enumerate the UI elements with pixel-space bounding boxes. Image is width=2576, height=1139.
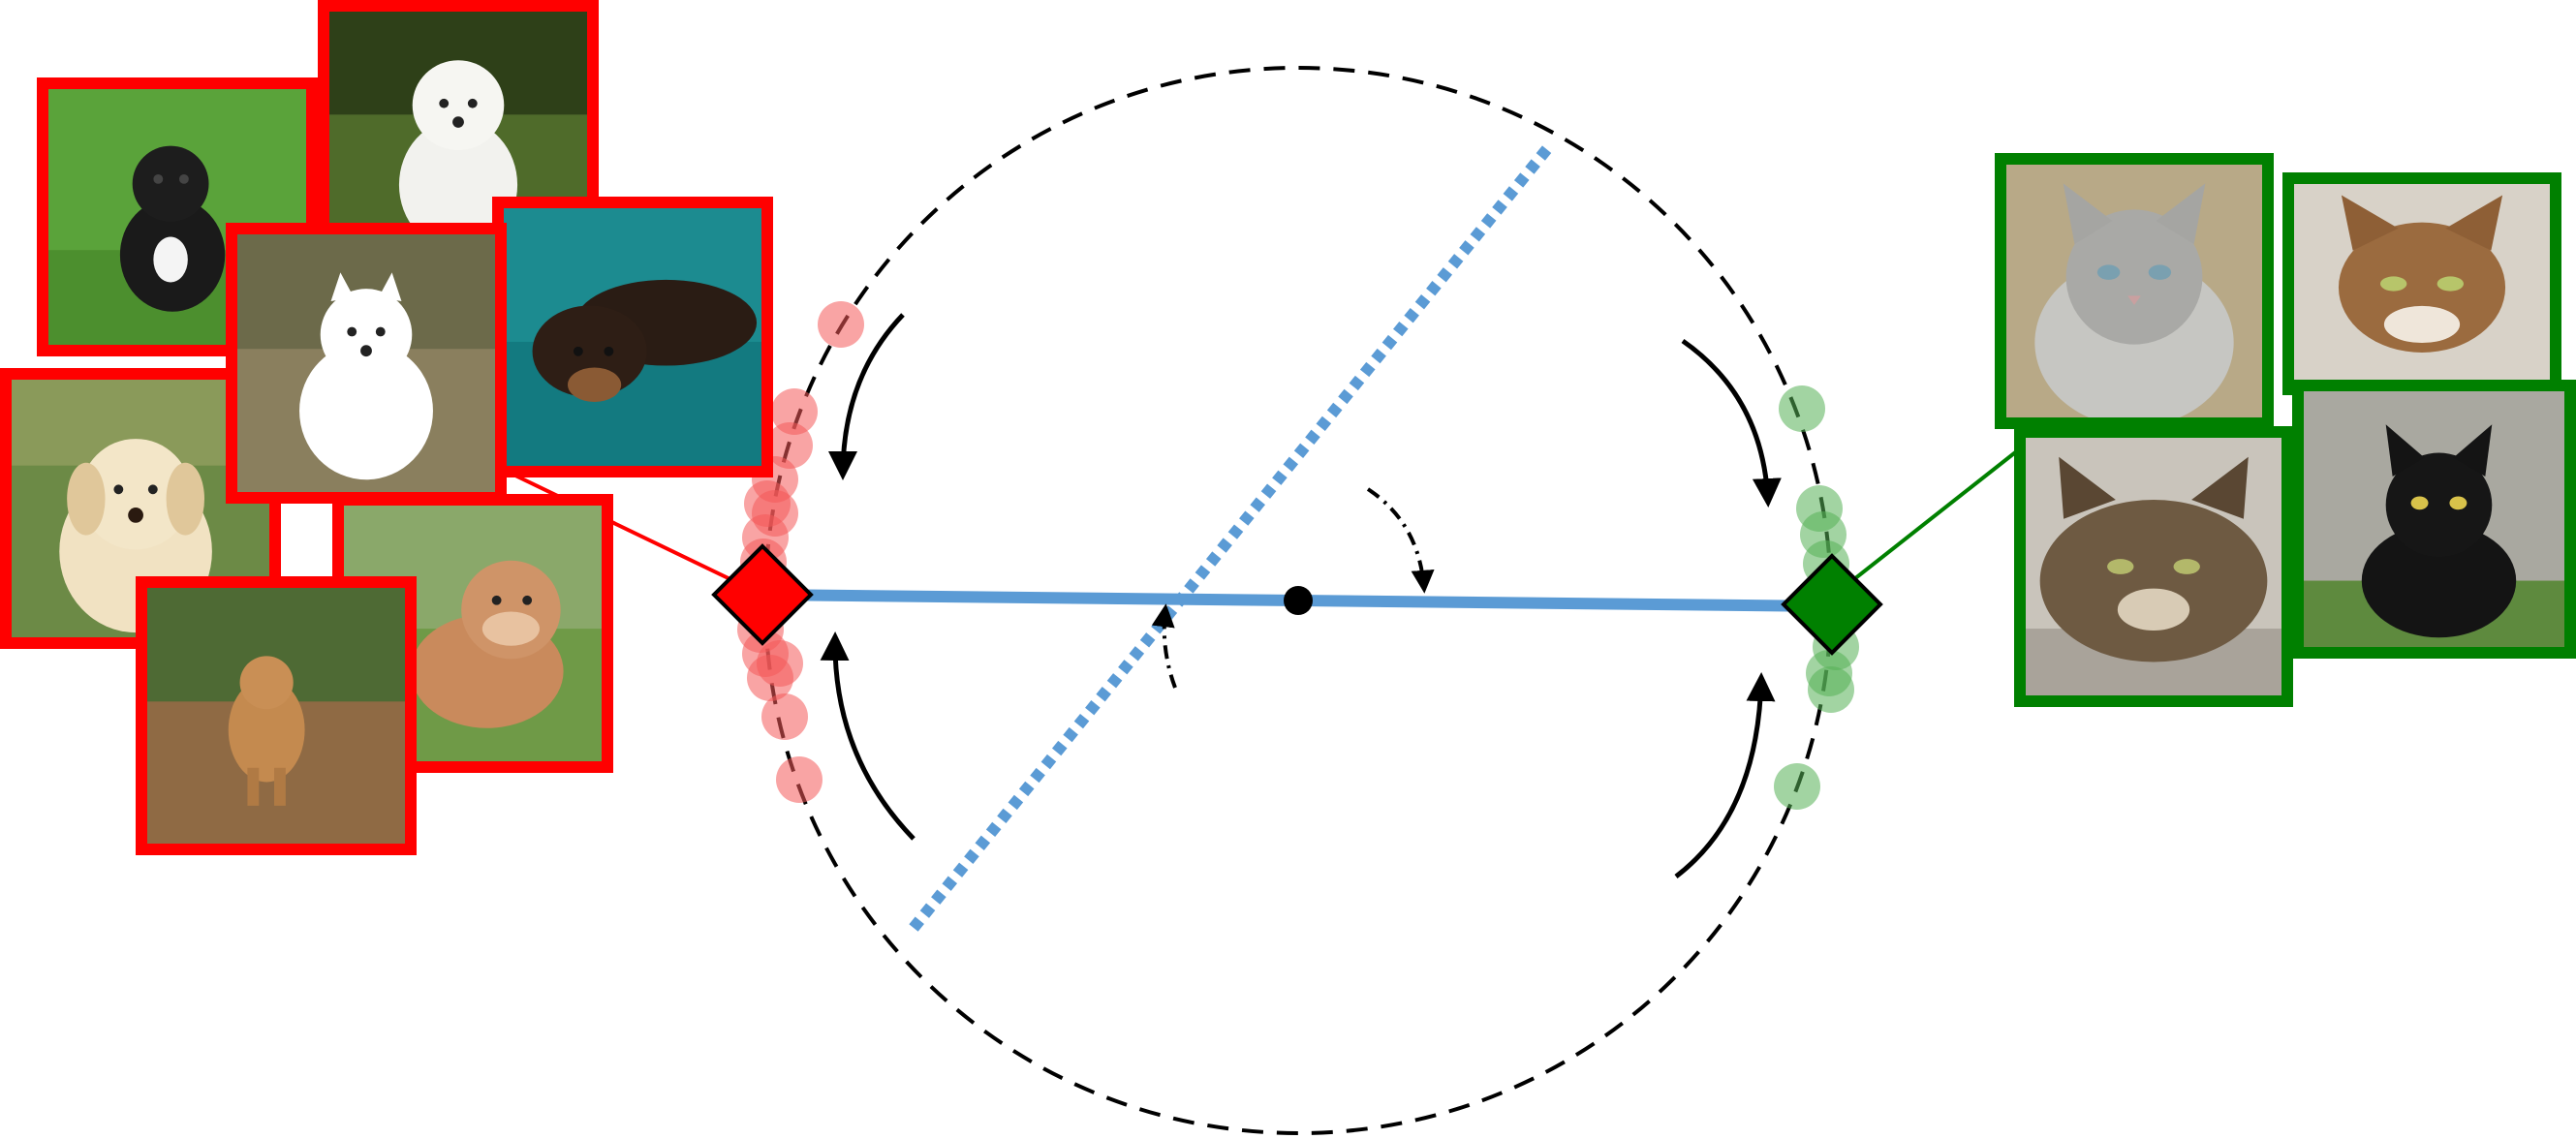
cat-photo-maine-coon xyxy=(2014,426,2293,707)
rotated-boundary-line xyxy=(909,141,1555,932)
dog-point xyxy=(752,490,798,537)
dog-point xyxy=(757,640,803,687)
green-diamond-icon xyxy=(1781,553,1883,656)
dog-point xyxy=(776,756,822,803)
dog-photo-spitz xyxy=(226,223,507,504)
pull-arrow-top-left xyxy=(828,313,905,480)
cat-photo-orange-tabby xyxy=(2282,172,2561,395)
cat-photo-black-cat xyxy=(2292,380,2576,659)
cat-photo-grey-tabby xyxy=(1995,153,2274,429)
cat-point xyxy=(1774,763,1820,810)
dog-photo-dachshund xyxy=(492,197,773,477)
rotation-arrow-lower xyxy=(1151,603,1177,689)
dog-point xyxy=(771,388,818,435)
black-dot-icon xyxy=(1284,586,1313,615)
dog-photo-terrier xyxy=(136,576,417,855)
dog-point xyxy=(818,301,864,348)
pull-arrow-top-right xyxy=(1681,338,1782,508)
rotation-arrow-upper xyxy=(1366,487,1435,594)
pull-arrow-bottom-left xyxy=(820,631,916,841)
red-diamond-icon xyxy=(711,543,814,646)
cat-point xyxy=(1779,385,1825,432)
dog-photo-stack xyxy=(0,0,773,855)
dog-point xyxy=(761,693,808,740)
pull-arrow-bottom-right xyxy=(1674,672,1776,878)
cat-photo-stack xyxy=(1995,153,2576,707)
cat-point xyxy=(1808,666,1854,713)
